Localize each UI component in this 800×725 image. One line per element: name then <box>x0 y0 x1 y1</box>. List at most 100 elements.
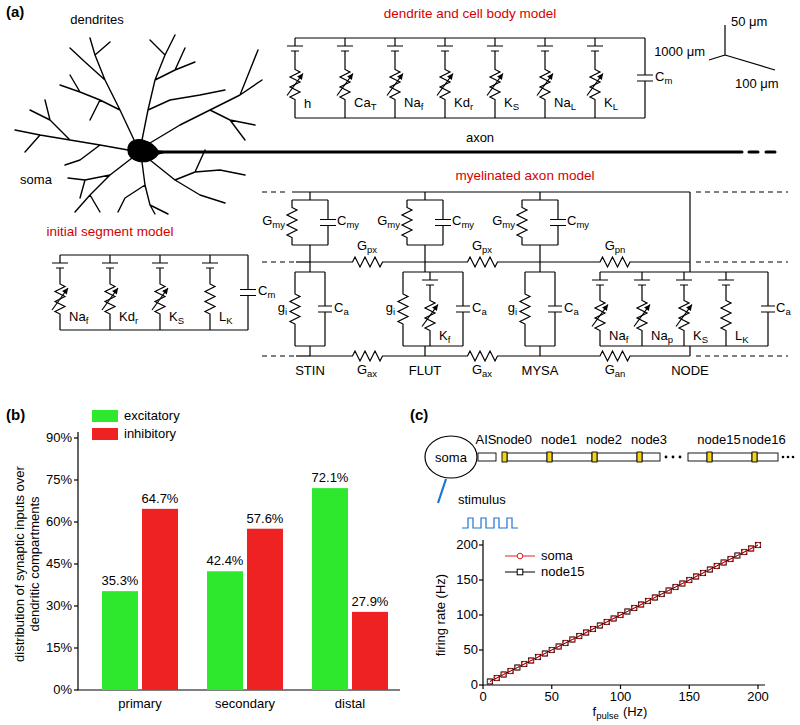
text-label: C <box>334 300 343 315</box>
text-label: axon <box>466 130 494 145</box>
circuit-wire <box>725 272 726 280</box>
battery-symbol <box>52 263 68 268</box>
resistor-symbol <box>425 257 540 267</box>
variable-arrow <box>537 74 553 96</box>
label-group: 0% <box>53 683 72 698</box>
legend-swatch <box>92 428 118 440</box>
soma-marker <box>584 630 589 635</box>
capacitor-symbol <box>761 272 775 346</box>
circuit-wire <box>522 192 558 200</box>
label-group: secondary <box>215 697 275 712</box>
dashed-wire <box>262 355 296 356</box>
resistor-symbol <box>520 272 530 346</box>
node15-marker <box>556 644 561 649</box>
circuit-wire <box>525 262 555 272</box>
circuit-wire <box>109 255 110 263</box>
text-label: Kd <box>454 95 470 110</box>
circuit-wire <box>394 38 395 46</box>
arrow-head <box>497 74 503 81</box>
circuit-wire <box>292 192 328 200</box>
ranvier-node <box>592 452 597 462</box>
battery-symbol <box>202 263 218 268</box>
circuit-wire <box>544 38 545 46</box>
text-label: 50 <box>464 642 478 657</box>
text-label: G <box>357 362 367 377</box>
node-text: soma <box>435 450 467 465</box>
axis-tick <box>74 437 78 438</box>
label-group: node15 <box>541 565 584 580</box>
soma-marker <box>735 553 740 558</box>
battery-symbol <box>437 46 453 51</box>
text-label: 75% <box>46 472 72 487</box>
text-label: soma <box>20 172 52 187</box>
circuit-wire <box>407 245 443 262</box>
legend-text: node15 <box>541 564 584 579</box>
axis-tick <box>479 649 483 650</box>
text-label: L <box>219 309 226 324</box>
circuit-wire <box>209 255 210 263</box>
label-group: 57.6% <box>247 512 284 527</box>
node15-marker <box>700 570 705 575</box>
soma-marker <box>694 574 699 579</box>
label-group: 100 <box>456 608 478 623</box>
label-group: gi <box>508 301 517 318</box>
subscript: a <box>343 306 348 317</box>
internode <box>552 453 592 461</box>
text-label: (Hz) <box>623 704 648 719</box>
node15-marker <box>721 560 726 565</box>
text-label: node0 <box>496 432 532 447</box>
text-label: g <box>508 300 515 315</box>
capacitor-symbol <box>548 272 562 346</box>
node15-marker <box>639 602 644 607</box>
label-group: 42.4% <box>207 554 244 569</box>
text-label: AIS <box>476 432 497 447</box>
ranvier-node <box>707 452 712 462</box>
circuit-wire <box>159 255 160 263</box>
circuit-wire <box>407 192 443 200</box>
text-label: G <box>472 362 482 377</box>
text-label: G <box>605 238 615 253</box>
label-group: soma <box>541 549 573 564</box>
node15-marker <box>742 549 747 554</box>
text-label: 100 <box>456 607 478 622</box>
battery-symbol <box>337 46 353 51</box>
text-label: 57.6% <box>247 511 284 526</box>
axis-tick <box>482 685 483 689</box>
axis-tick <box>74 521 78 522</box>
label-group: h <box>304 97 311 112</box>
dashed-wire <box>696 355 788 356</box>
subscript: S <box>702 334 708 345</box>
soma-marker <box>659 591 664 596</box>
soma-marker <box>673 584 678 589</box>
text-label: K <box>604 95 613 110</box>
battery-symbol <box>718 280 734 285</box>
text-label: C <box>776 300 785 315</box>
node15-marker <box>597 623 602 628</box>
label-group: Ca <box>564 301 579 318</box>
soma-marker <box>632 605 637 610</box>
label-group: node2 <box>586 433 622 448</box>
text-label: node16 <box>742 432 785 447</box>
node15-marker <box>735 553 740 558</box>
excitatory-bar <box>102 591 138 690</box>
text-label: 200 <box>747 689 769 704</box>
axis-tick <box>620 685 621 689</box>
subscript: my <box>346 219 359 230</box>
text-label: C <box>655 69 664 84</box>
label-group: 35.3% <box>102 574 139 589</box>
legend-text: soma <box>541 548 573 563</box>
subscript: my <box>576 219 589 230</box>
stimulus-electrode <box>438 479 446 503</box>
label-group: soma <box>20 173 52 188</box>
subscript: an <box>615 368 626 379</box>
circuit-wire <box>403 346 463 356</box>
node15-marker <box>694 574 699 579</box>
internode <box>642 453 660 461</box>
variable-arrow <box>587 74 603 96</box>
label-group: (c) <box>410 406 428 423</box>
node15-marker <box>659 591 664 596</box>
axon-schematic <box>438 452 794 528</box>
text-label: MYSA <box>522 363 559 378</box>
text-label: 35.3% <box>102 573 139 588</box>
